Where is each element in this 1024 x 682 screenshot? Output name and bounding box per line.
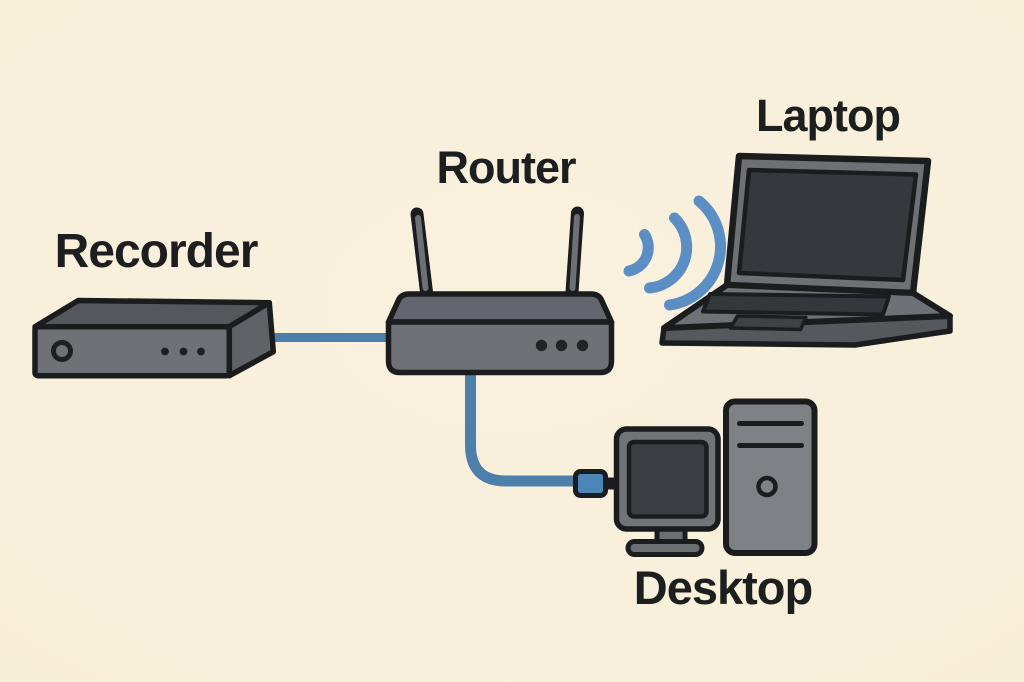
recorder-dial [51,340,73,362]
recorder-front-face [32,323,233,379]
recorder-led-dot [161,347,169,356]
router-top [385,291,615,325]
monitor-stand-base [625,539,705,557]
recorder-led-dot [179,347,188,356]
recorder-icon [32,297,277,379]
router-icon [385,206,615,376]
desktop-icon [613,398,818,557]
tower-power-button [756,475,778,498]
router-antenna-right [565,206,584,299]
recorder-label: Recorder [55,225,258,278]
laptop-keyboard [701,292,891,317]
cable-plug [573,469,608,498]
router-led-dot [535,339,548,352]
router-led-dot [555,339,568,352]
recorder-led-dot [197,347,205,356]
wifi-signal-icon [623,195,726,311]
laptop-icon [659,152,953,348]
router-label: Router [437,142,576,193]
laptop-screen [736,167,919,283]
laptop-trackpad [728,314,808,332]
router-led-dot [576,339,589,352]
monitor-screen [626,439,709,519]
desktop-label: Desktop [634,561,812,614]
cable-router-to-desktop [465,368,619,498]
laptop-label: Laptop [756,90,900,141]
router-body [385,319,615,376]
router-antenna-left [410,207,433,299]
